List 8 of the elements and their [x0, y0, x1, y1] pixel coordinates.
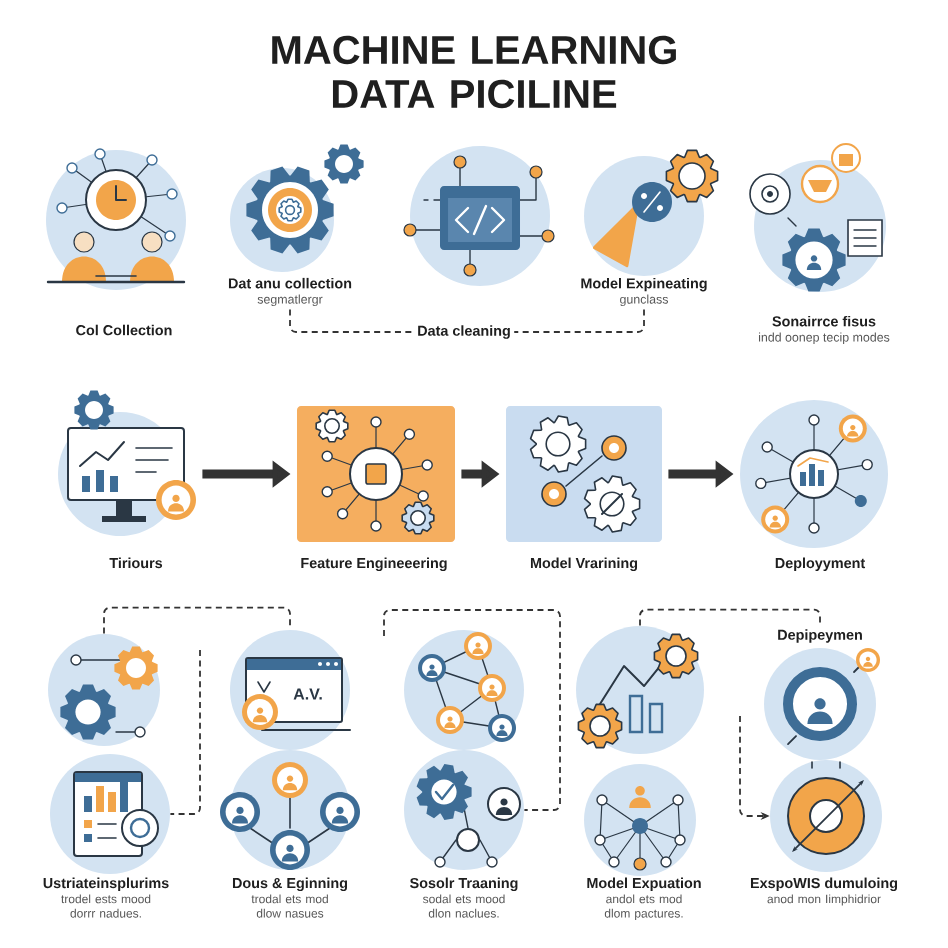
chart-gears-illustration	[576, 626, 704, 754]
dashed-connector	[169, 649, 201, 815]
browser-text: A.V.	[293, 688, 322, 700]
dashed-connector	[289, 308, 415, 333]
gears-illustration	[48, 634, 160, 746]
people-network-illustration	[404, 630, 524, 750]
dashed-connector	[383, 609, 561, 811]
title: MACHINE LEARNING DATA PICILINE	[272, 35, 676, 109]
